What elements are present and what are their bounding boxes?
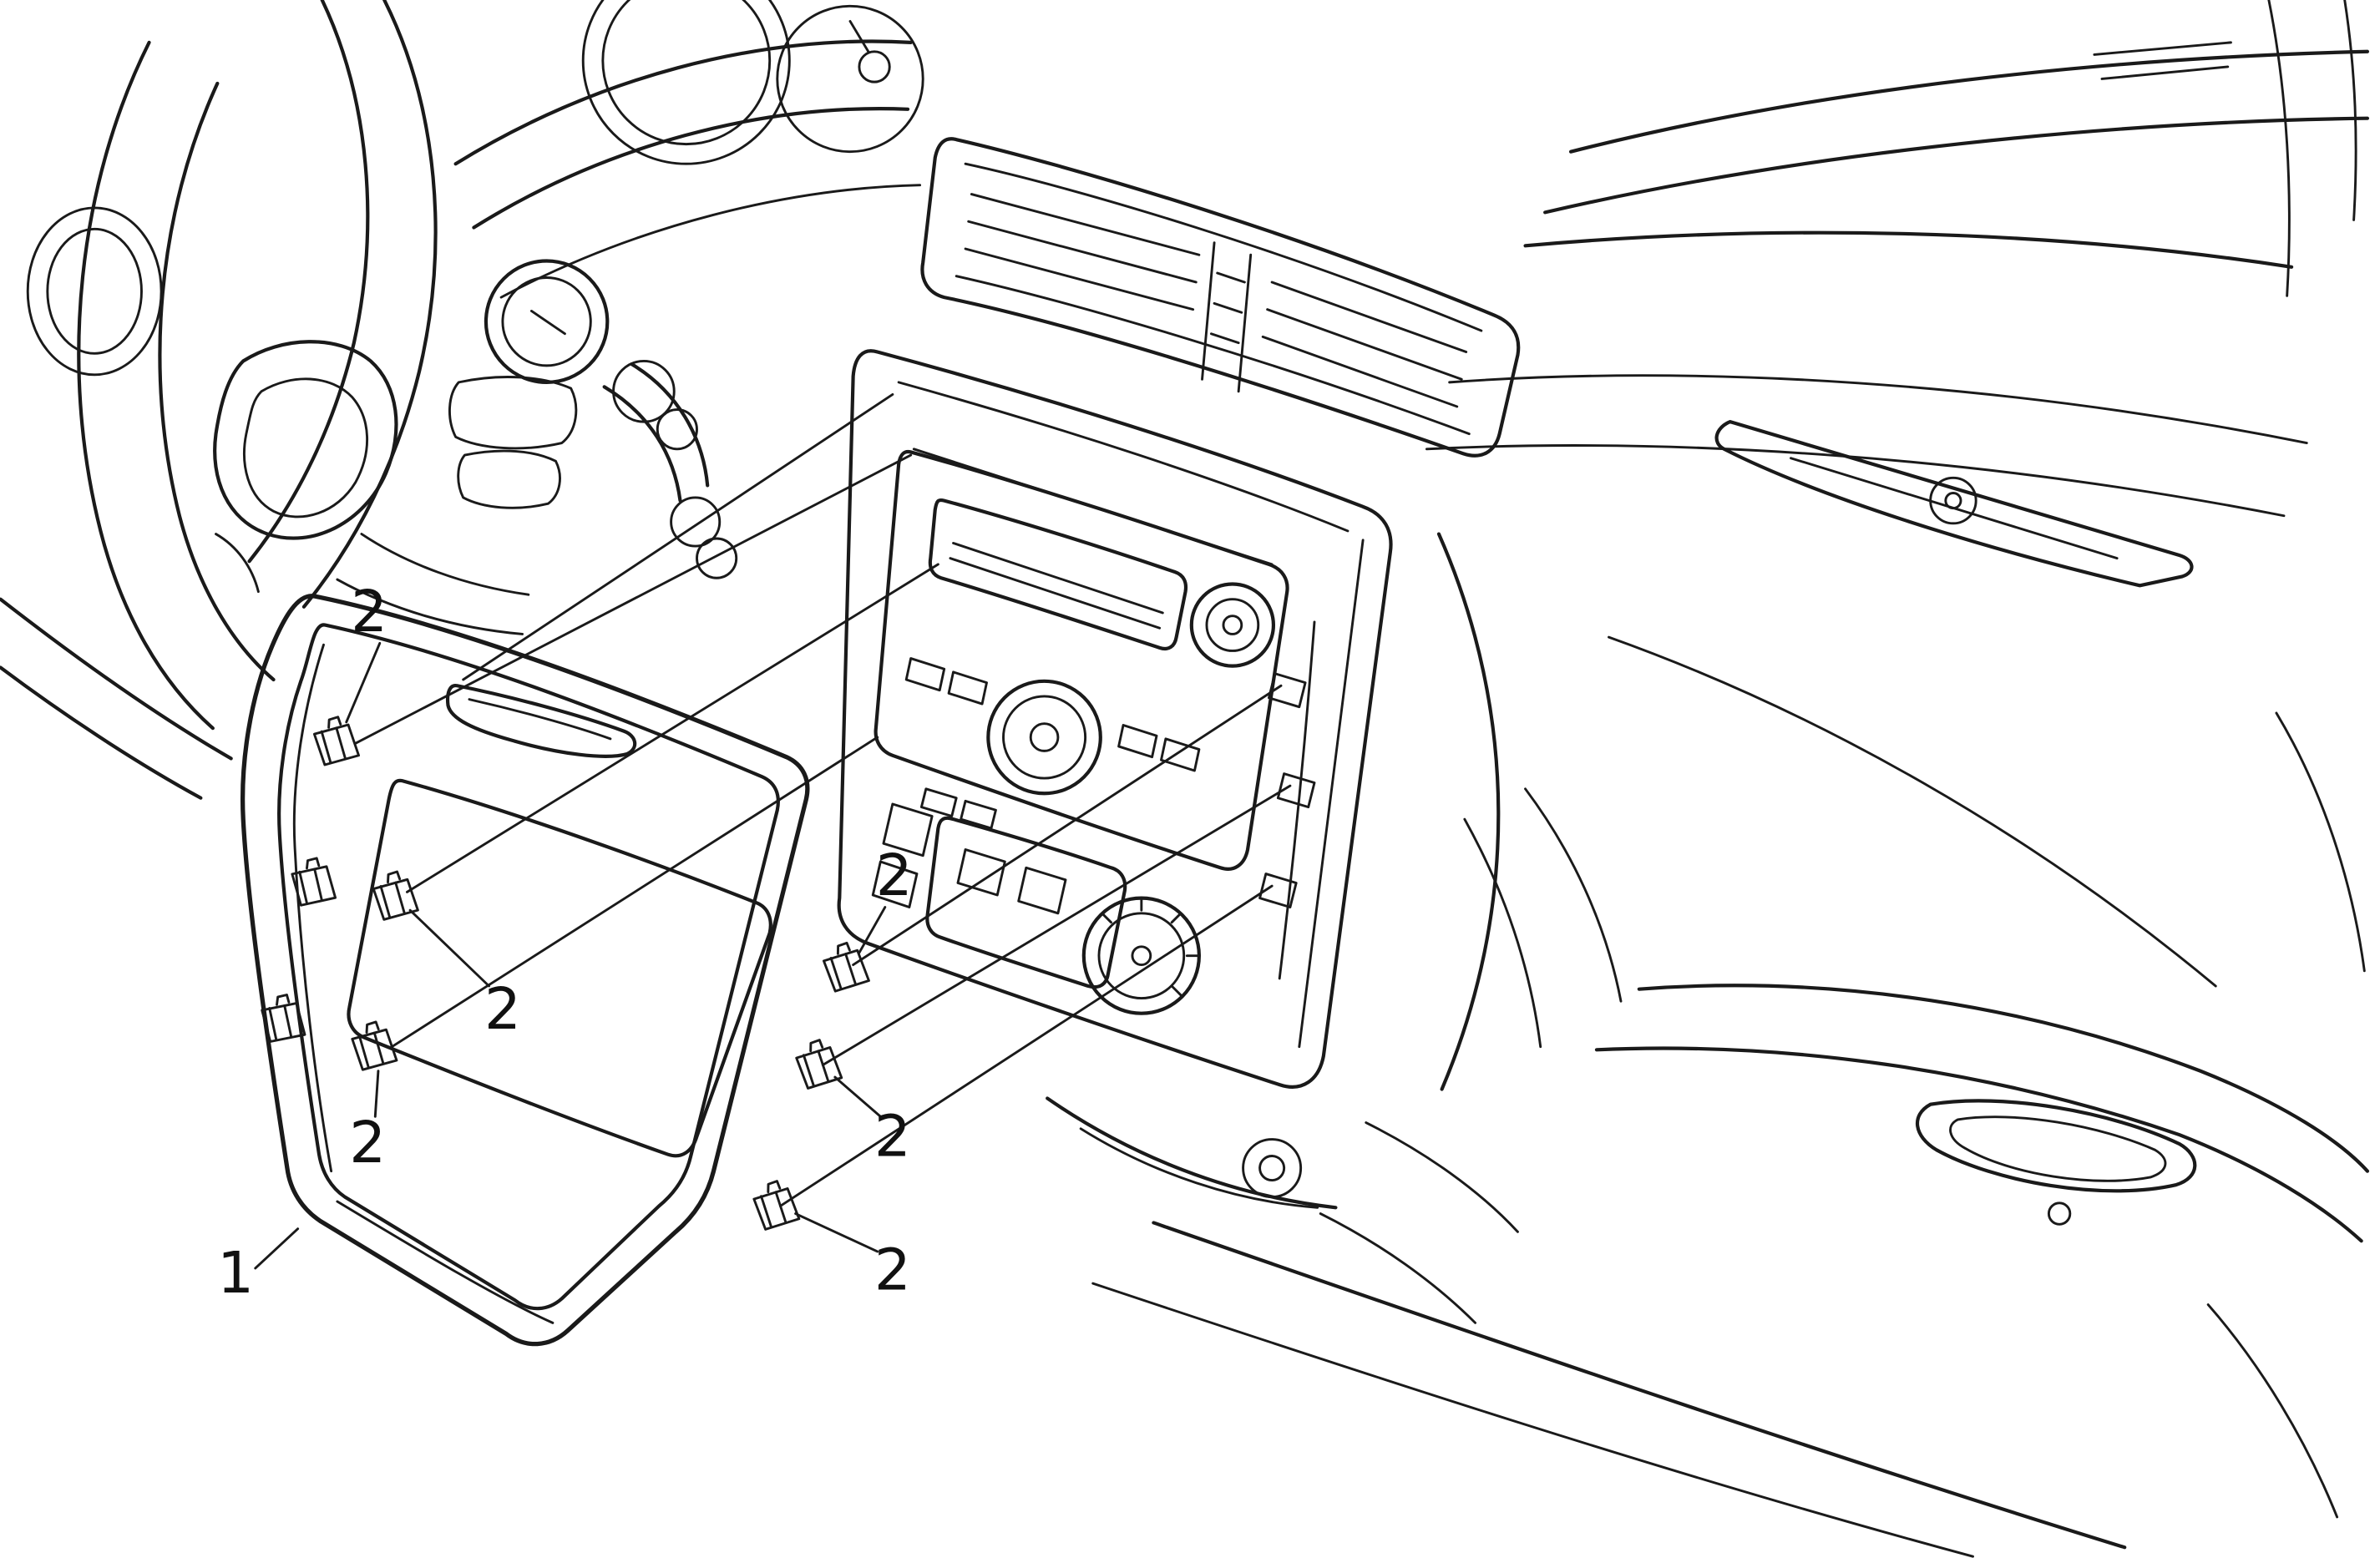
center-air-vents [920,137,1521,458]
trim-strip-emblem [1929,476,1977,525]
ignition-bezel [484,259,610,384]
radio-chassis [874,449,1289,871]
callout-labels: 1 2 2 2 2 2 2 [217,579,912,1307]
radio-button [919,787,958,817]
retaining-clip [311,713,361,767]
clip-slot [1276,772,1316,809]
airbag-hub [213,340,398,540]
callout-2a-label: 2 [351,579,387,645]
gauge-dial [581,0,791,165]
hvac-button [882,802,934,857]
tuning-knob [986,679,1102,796]
hvac-button [1017,866,1067,915]
volume-knob [1189,582,1276,668]
radio-display [928,498,1188,651]
power-outlet [1242,1138,1303,1199]
trim-plate-slot [446,684,637,758]
cluster-gauge-left [26,206,163,377]
radio-button [947,670,988,706]
trim-plate [241,594,810,1347]
callout-2c-label: 2 [349,1110,386,1176]
lower-left-dash [0,533,260,800]
glove-box-area [1091,532,2370,1558]
instrument-cluster [453,0,924,299]
retaining-clip [792,1036,844,1091]
radio-button [904,657,946,692]
clip-slot [1258,873,1298,908]
glove-box-handle [1916,1099,2197,1193]
callout-2f-label: 2 [874,1237,911,1303]
passenger-trim-strip [1714,420,2194,588]
vent-bezel [920,137,1521,458]
stalk-knob [858,50,891,83]
retaining-clip [750,1177,802,1232]
trim-plate-outline [241,594,810,1347]
callout-2e-label: 2 [874,1104,911,1171]
wiper-stalk [630,362,710,488]
gauge-dial [776,4,924,154]
vent-slat [970,193,1201,256]
radio-button [1117,724,1158,759]
vent-divider [1201,241,1216,381]
upper-right-dash [1425,0,2370,518]
retaining-clip [349,1018,399,1072]
callout-2d-label: 2 [876,842,913,909]
lower-console [1046,1096,1519,1324]
center-stack-opening [837,349,1393,1089]
callout-2b-label: 2 [484,976,521,1043]
hvac-button [956,848,1006,897]
hvac-button [871,860,919,908]
callout-leader-lines [254,641,887,1270]
steering-wheel [26,0,530,731]
callout-1-label: 1 [217,1240,254,1307]
switch-pod [448,376,578,450]
radio-unit [874,448,1289,871]
ignition-and-switches [448,259,738,579]
hvac-controls [871,802,1201,1015]
trim-plate-opening [347,778,772,1158]
